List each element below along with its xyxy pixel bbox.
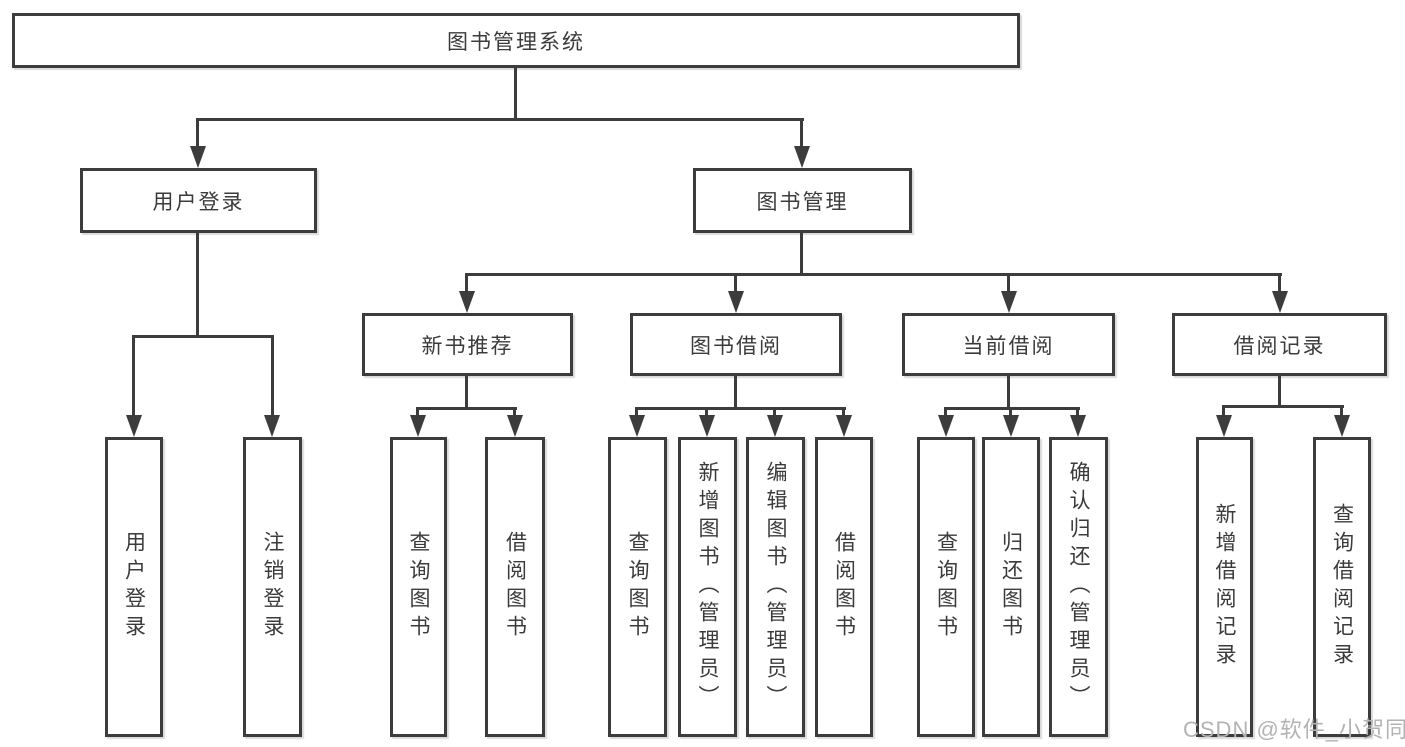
node-new-book-recommend: 新书推荐 <box>362 313 573 376</box>
connector-line <box>1009 407 1012 417</box>
node-book-management: 图书管理 <box>693 168 912 233</box>
arrow-down-icon <box>264 415 280 437</box>
arrow-down-icon <box>836 415 852 437</box>
connector-line <box>132 335 135 417</box>
arrow-down-icon <box>1070 415 1086 437</box>
connector-line <box>734 273 737 293</box>
node-leaf-add-book-admin: 新增图书（管理员） <box>678 437 737 737</box>
node-borrow-records: 借阅记录 <box>1172 313 1387 376</box>
arrow-down-icon <box>1216 415 1232 437</box>
arrow-down-icon <box>1001 291 1017 313</box>
connector-line <box>1278 273 1281 293</box>
node-leaf-return-books: 归还图书 <box>982 437 1040 737</box>
connector-bar <box>945 407 1080 410</box>
connector-line <box>271 335 274 417</box>
arrow-down-icon <box>126 415 142 437</box>
connector-bar <box>636 407 846 410</box>
connector-root-bar <box>197 118 804 121</box>
connector-line <box>465 273 468 293</box>
node-leaf-confirm-return-admin: 确认归还（管理员） <box>1049 437 1108 737</box>
connector-line <box>773 407 776 417</box>
arrow-down-icon <box>1272 291 1288 313</box>
arrow-down-icon <box>629 415 645 437</box>
connector-line <box>800 118 803 148</box>
node-leaf-query-borrow-record: 查询借阅记录 <box>1313 437 1371 737</box>
node-leaf-query-books: 查询图书 <box>608 437 667 737</box>
node-leaf-query-books: 查询图书 <box>390 437 447 737</box>
connector-line <box>944 407 947 417</box>
connector-line <box>635 407 638 417</box>
connector-line <box>1007 376 1010 410</box>
connector-line <box>1222 405 1225 417</box>
arrow-down-icon <box>728 291 744 313</box>
connector-bookmgmt-stem <box>800 233 803 275</box>
node-leaf-logout: 注销登录 <box>243 437 302 737</box>
arrow-down-icon <box>1334 415 1350 437</box>
connector-line <box>705 407 708 417</box>
connector-userlogin-bar <box>133 335 274 338</box>
arrow-down-icon <box>767 415 783 437</box>
connector-line <box>416 407 419 417</box>
arrow-down-icon <box>507 415 523 437</box>
connector-line <box>1076 407 1079 417</box>
node-book-borrow: 图书借阅 <box>630 313 842 376</box>
connector-line <box>465 376 468 410</box>
arrow-down-icon <box>1003 415 1019 437</box>
node-root-system: 图书管理系统 <box>12 13 1020 68</box>
node-leaf-borrow-books: 借阅图书 <box>815 437 873 737</box>
node-leaf-edit-book-admin: 编辑图书（管理员） <box>746 437 805 737</box>
connector-line <box>1007 273 1010 293</box>
connector-line <box>842 407 845 417</box>
connector-bar <box>417 407 517 410</box>
connector-line <box>1340 405 1343 417</box>
connector-root-stem <box>514 68 517 120</box>
arrow-down-icon <box>938 415 954 437</box>
node-leaf-borrow-books: 借阅图书 <box>485 437 545 737</box>
connector-bookmgmt-bar <box>466 273 1282 276</box>
connector-line <box>734 376 737 410</box>
csdn-watermark: CSDN @软件_小贺同学 <box>1183 717 1405 742</box>
connector-bar <box>1223 405 1344 408</box>
connector-line <box>196 118 199 148</box>
arrow-down-icon <box>459 291 475 313</box>
node-user-login: 用户登录 <box>80 168 317 233</box>
connector-line <box>513 407 516 417</box>
arrow-down-icon <box>410 415 426 437</box>
arrow-down-icon <box>699 415 715 437</box>
node-current-borrow: 当前借阅 <box>902 313 1115 376</box>
node-leaf-user-login: 用户登录 <box>105 437 163 737</box>
arrow-down-icon <box>190 146 206 168</box>
node-leaf-add-borrow-record: 新增借阅记录 <box>1196 437 1253 737</box>
connector-line <box>1278 376 1281 408</box>
connector-userlogin-stem <box>196 233 199 338</box>
arrow-down-icon <box>794 146 810 168</box>
node-leaf-query-books: 查询图书 <box>917 437 975 737</box>
